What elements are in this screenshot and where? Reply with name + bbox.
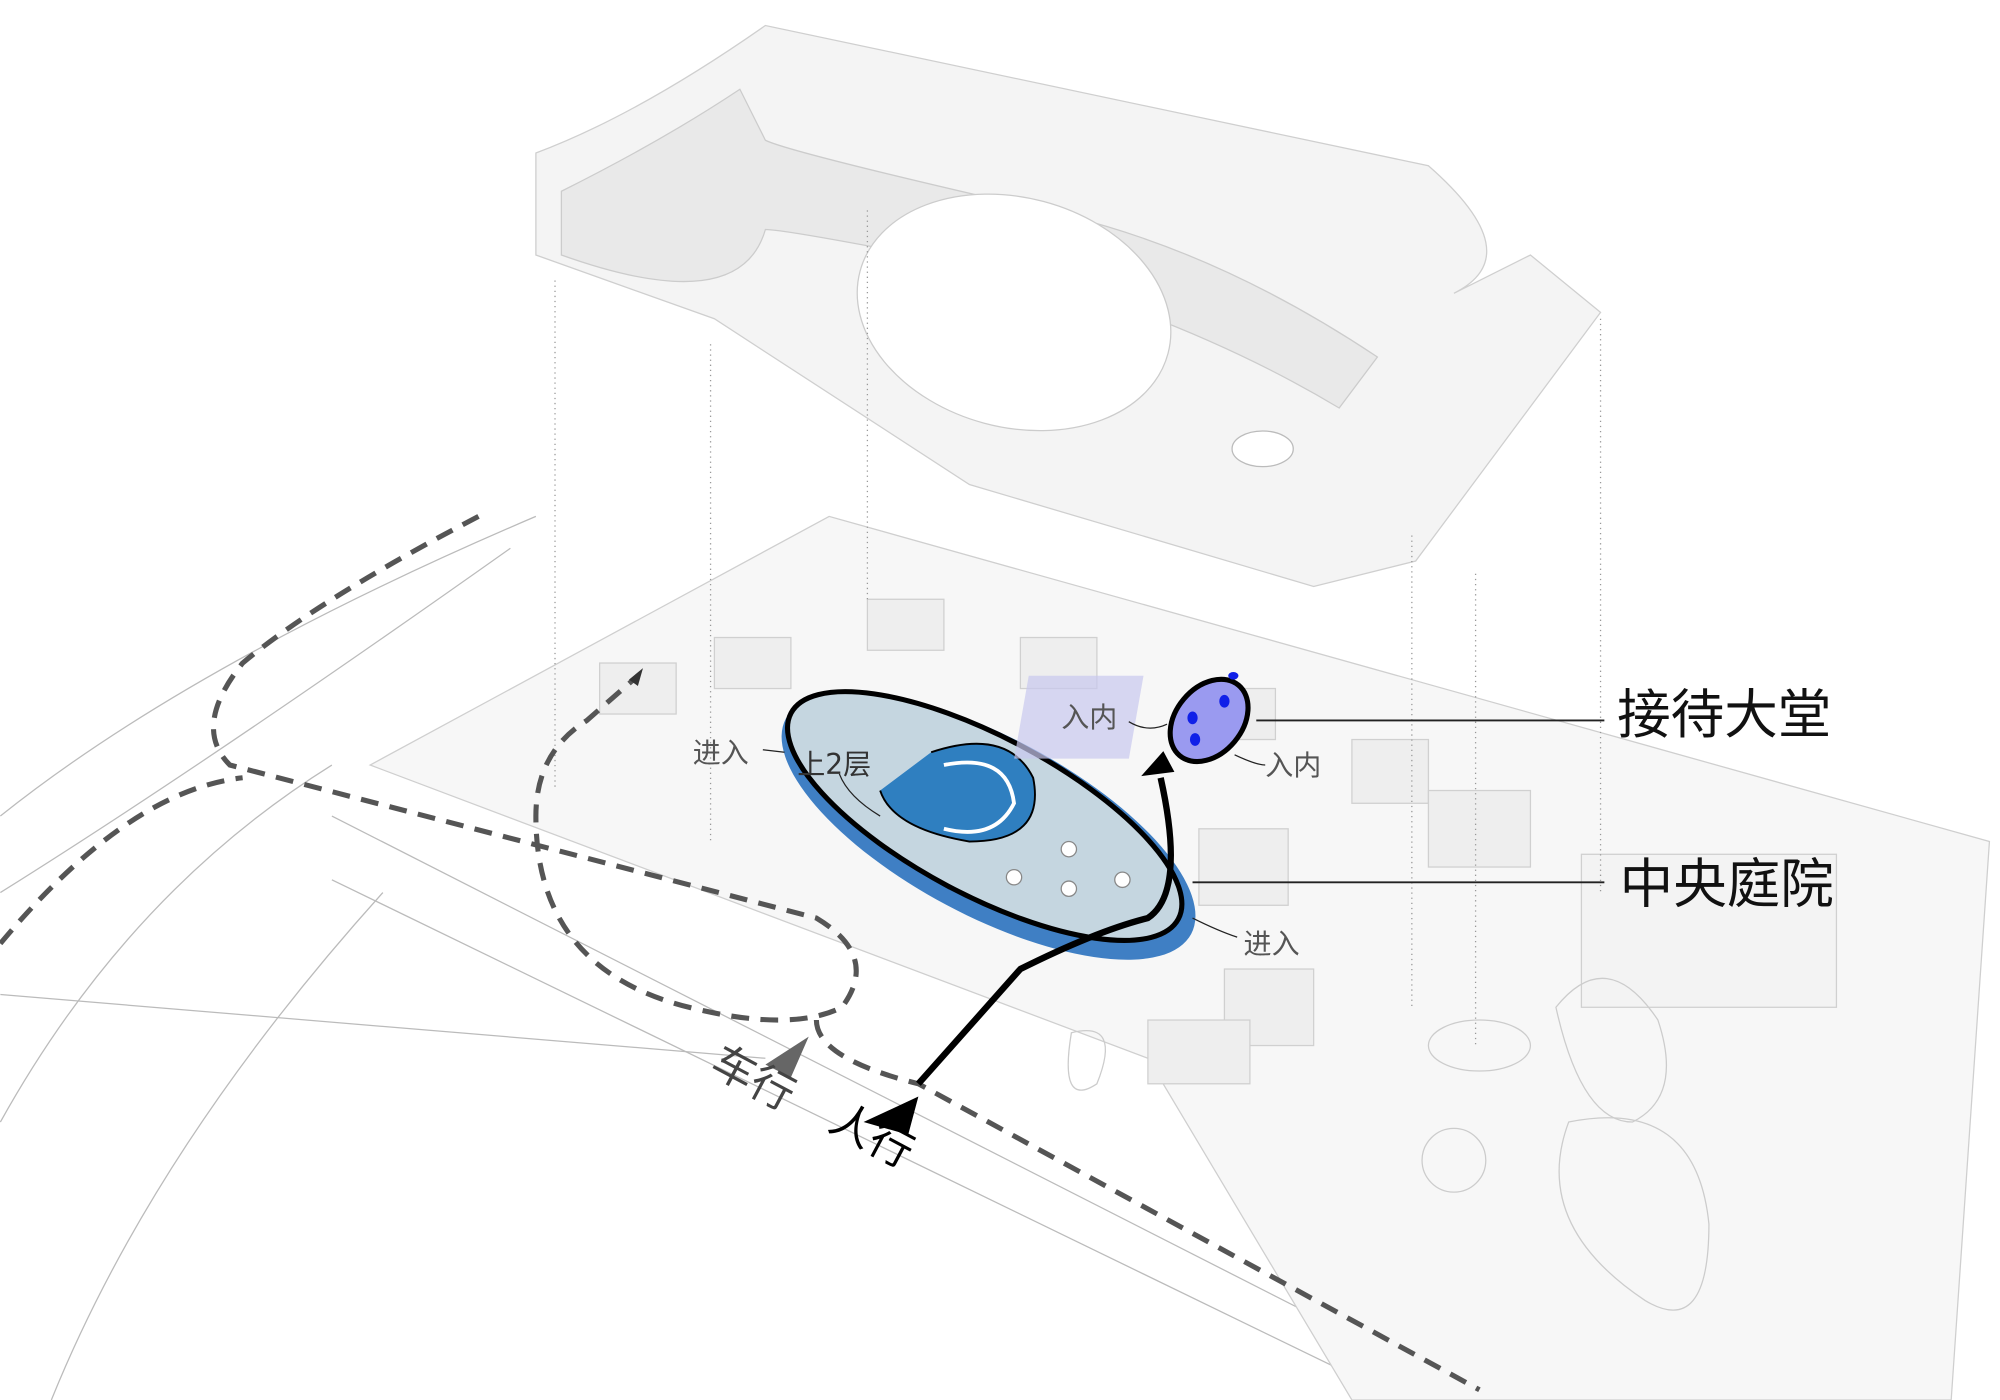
label-enter-left: 进入	[693, 736, 749, 769]
label-central-courtyard: 中央庭院	[1620, 853, 1834, 916]
label-enter-right: 进入	[1244, 928, 1300, 961]
label-go-up-2f: 上2层	[797, 748, 871, 781]
pedestrian-path	[916, 751, 1175, 1086]
label-inside-right: 入内	[1265, 749, 1321, 782]
vehicle-arrow-head	[628, 668, 643, 686]
central-courtyard-graphic	[781, 689, 1196, 960]
vehicle-dashed-path	[0, 514, 1481, 1393]
reception-lobby-graphic	[1014, 671, 1251, 765]
leader-lines	[1192, 719, 1605, 884]
small-arrows	[762, 721, 1266, 938]
label-reception-hall: 接待大堂	[1617, 683, 1831, 746]
vehicle-triangle-marker	[765, 1036, 809, 1078]
pedestrian-triangle-marker	[863, 1096, 919, 1135]
landscape-curves	[1067, 977, 1710, 1311]
upper-floor-building	[535, 24, 1602, 588]
label-vehicle-traffic: 车行	[703, 1037, 803, 1122]
label-inside-left: 入内	[1061, 701, 1117, 734]
